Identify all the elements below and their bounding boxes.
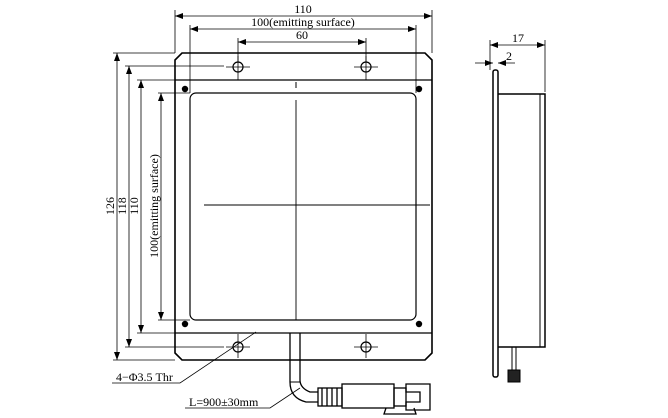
dim-side-depth: 17 bbox=[512, 31, 524, 45]
mounting-holes bbox=[226, 56, 378, 358]
dim-overall-height: 126 bbox=[103, 197, 117, 215]
emitting-surface bbox=[189, 92, 417, 321]
plate-outline bbox=[174, 52, 433, 361]
cable-length-annotation: L=900±30mm bbox=[189, 395, 259, 409]
dim-plate-thickness: 2 bbox=[506, 49, 512, 63]
dim-emitting-height: 100(emitting surface) bbox=[147, 154, 161, 258]
dim-hole-height: 118 bbox=[115, 197, 129, 215]
cable bbox=[289, 333, 318, 403]
dim-hole-spacing: 60 bbox=[296, 28, 308, 42]
top-dimensions bbox=[174, 10, 433, 93]
connector bbox=[317, 383, 431, 415]
front-view bbox=[174, 52, 433, 415]
side-dimensions bbox=[475, 40, 546, 92]
dim-band-height: 110 bbox=[127, 197, 141, 215]
left-dimensions bbox=[113, 52, 224, 361]
side-view bbox=[492, 69, 546, 383]
leaders bbox=[112, 331, 301, 409]
dim-emitting-width: 100(emitting surface) bbox=[251, 15, 355, 29]
dim-overall-width: 110 bbox=[294, 2, 312, 16]
screws bbox=[181, 85, 423, 328]
hole-annotation: 4−Φ3.5 Thr bbox=[116, 370, 173, 384]
